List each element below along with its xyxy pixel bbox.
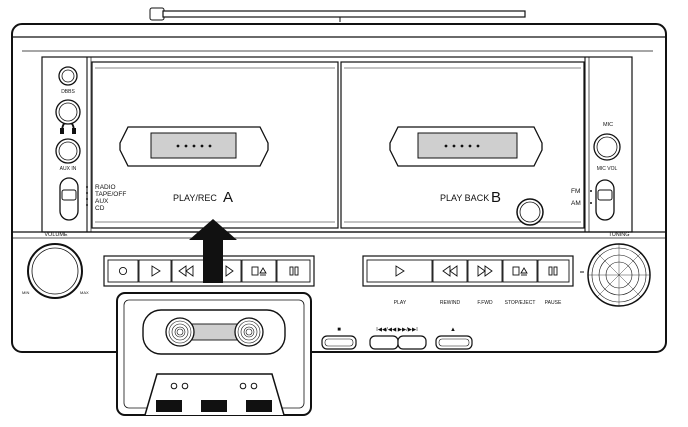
- function-tape-off-label: TAPE/OFF: [95, 191, 126, 198]
- deck-a-window-dots: [176, 144, 212, 148]
- deck-a-play-button[interactable]: [138, 259, 172, 283]
- volume-knob[interactable]: [27, 243, 83, 299]
- cd-eject-key[interactable]: [435, 335, 473, 350]
- stop-eject-icon: [251, 266, 267, 276]
- cassette-tape: [116, 292, 312, 416]
- band-selector-switch[interactable]: [595, 179, 615, 221]
- deck-b-rewind-button[interactable]: [432, 259, 468, 283]
- cd-stop-symbol: ■: [337, 327, 341, 333]
- stop-eject-icon: [512, 266, 528, 276]
- deck-a-pause-button[interactable]: [276, 259, 311, 283]
- volume-min-label: MIN: [22, 290, 29, 295]
- mic-vol-label: MIC VOL: [597, 166, 618, 172]
- function-radio-label: RADIO: [95, 184, 116, 191]
- function-selector-switch[interactable]: [59, 177, 79, 221]
- deck-a-transport: [103, 255, 315, 287]
- band-fm-label: FM: [571, 188, 580, 195]
- play-icon: [395, 265, 405, 277]
- deck-a-stop-eject-button[interactable]: [241, 259, 277, 283]
- tuning-label: TUNING: [608, 232, 629, 238]
- left-controls: DBBS AUX IN RADIO TAPE/OFF AUX CD: [55, 66, 126, 221]
- right-reel: [234, 317, 264, 347]
- deck-a-letter: A: [223, 189, 233, 206]
- cd-skip-symbols: I◀◀/◀◀ ▶▶/▶▶I: [376, 327, 418, 333]
- volume-label: VOLUME: [44, 232, 68, 238]
- insert-arrow-icon: [189, 219, 237, 283]
- deck-b-fast-forward-button[interactable]: [467, 259, 503, 283]
- deck-b-ffwd-label: F.FWD: [477, 300, 493, 306]
- antenna: [149, 7, 526, 22]
- deck-b-transport: [362, 255, 574, 287]
- aux-in-jack[interactable]: [55, 138, 81, 164]
- tuning-dial[interactable]: [587, 243, 651, 307]
- deck-a-rewind-button[interactable]: [171, 259, 207, 283]
- band-am-label: AM: [571, 200, 581, 207]
- deck-b-play-button[interactable]: [366, 259, 433, 283]
- mic-label: MIC: [603, 122, 613, 128]
- play-icon: [151, 265, 161, 277]
- deck-b-label: PLAY BACK: [440, 193, 489, 203]
- fast-forward-icon: [225, 265, 234, 277]
- deck-a: PLAY/REC A: [91, 61, 339, 229]
- pause-icon: [548, 266, 558, 276]
- aux-in-label: AUX IN: [60, 166, 77, 172]
- function-aux-label: AUX: [95, 198, 109, 205]
- deck-b-letter: B: [491, 189, 501, 206]
- deck-b-stop-eject-button[interactable]: [502, 259, 538, 283]
- right-controls: MIC MIC VOL FM AM: [571, 122, 621, 221]
- dbbs-button[interactable]: [58, 66, 78, 86]
- deck-b-eject-knob[interactable]: [516, 198, 544, 226]
- fast-forward-icon: [477, 265, 486, 277]
- mic-volume-knob[interactable]: [593, 133, 621, 161]
- headphone-jack[interactable]: [55, 99, 81, 125]
- cd-skip-back-key[interactable]: [369, 335, 399, 350]
- deck-b: PLAY BACK B: [340, 61, 585, 229]
- pause-icon: [289, 266, 299, 276]
- deck-b-window-dots: [444, 144, 480, 148]
- cd-skip-forward-key[interactable]: [397, 335, 427, 350]
- volume-max-label: MAX: [80, 290, 89, 295]
- left-reel: [165, 317, 195, 347]
- dbbs-label: DBBS: [61, 89, 75, 95]
- deck-a-record-button[interactable]: [107, 259, 139, 283]
- function-cd-label: CD: [95, 205, 105, 212]
- deck-b-stop-eject-label: STOP/EJECT: [505, 300, 536, 306]
- record-icon: [118, 266, 128, 276]
- deck-a-label: PLAY/REC: [173, 193, 217, 203]
- cd-eject-symbol: ▲: [450, 327, 456, 333]
- deck-b-rewind-label: REWIND: [440, 300, 461, 306]
- deck-b-pause-label: PAUSE: [545, 300, 562, 306]
- deck-b-pause-button[interactable]: [537, 259, 570, 283]
- deck-b-play-label: PLAY: [394, 300, 407, 306]
- cd-stop-key[interactable]: [321, 335, 357, 350]
